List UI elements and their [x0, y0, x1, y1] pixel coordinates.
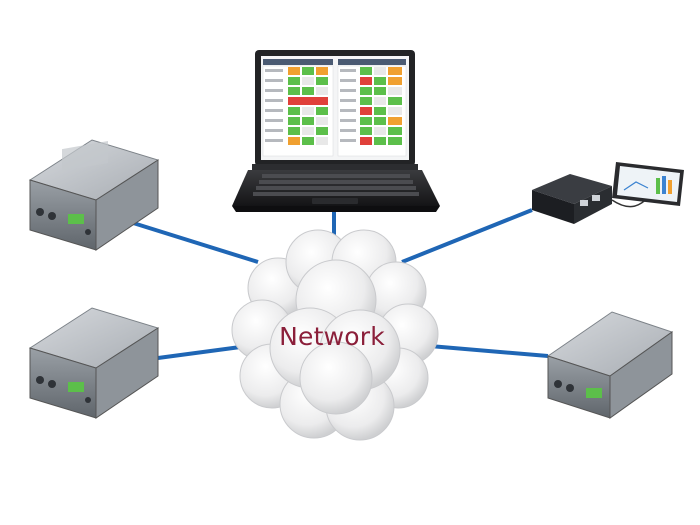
data-logger-bottom-left-icon	[28, 307, 160, 419]
laptop-icon	[232, 50, 440, 212]
dashboard-table-left	[262, 59, 334, 157]
data-logger-bottom-right-icon	[546, 311, 674, 419]
link-bottom-right-logger	[417, 343, 549, 358]
network-label: Network	[279, 322, 385, 351]
tablet-icon	[612, 162, 684, 206]
connection-lines	[129, 208, 549, 360]
link-analyzer	[401, 208, 533, 264]
data-logger-top-left-icon	[28, 139, 160, 251]
dashboard-table-right	[337, 59, 407, 157]
link-top-left-logger	[129, 220, 259, 264]
portable-analyzer-icon	[532, 174, 651, 224]
link-bottom-left-logger	[157, 344, 249, 360]
network-cloud	[231, 229, 439, 441]
